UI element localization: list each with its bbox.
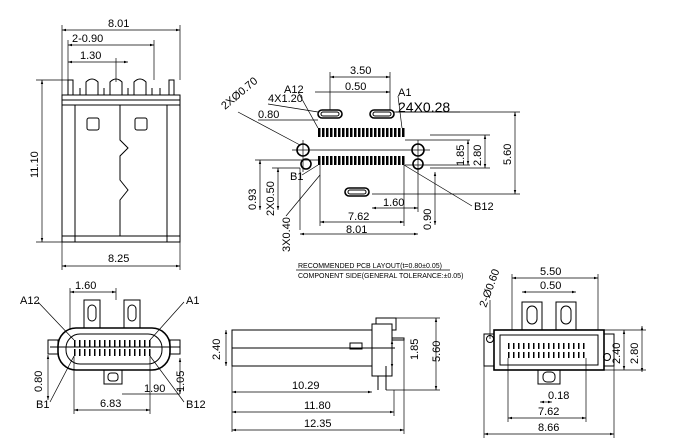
dim-pitch: 2-0.90 bbox=[72, 33, 103, 45]
top-pad-row bbox=[318, 128, 405, 137]
dim-160-front: 1.60 bbox=[75, 280, 96, 292]
dim-1110: 11.10 bbox=[29, 151, 41, 178]
slot-bottom bbox=[344, 187, 370, 197]
label-a12-front: A12 bbox=[20, 295, 40, 307]
dim-185-side: 1.85 bbox=[409, 339, 421, 360]
dim-280-pcb: 2.80 bbox=[472, 145, 484, 166]
dim-050: 0.50 bbox=[345, 81, 366, 93]
dim-2x070: 2XØ0.70 bbox=[219, 75, 260, 112]
slot-top-left bbox=[317, 109, 343, 119]
dim-130: 1.30 bbox=[80, 50, 101, 62]
slot-top-right bbox=[369, 109, 395, 119]
label-a1-front: A1 bbox=[186, 295, 199, 307]
connector-body bbox=[61, 104, 181, 243]
bottom-pins bbox=[508, 343, 585, 358]
pcb-caption-line1: RECOMMENDED PCB LAYOUT(t=0.80±0.05) bbox=[298, 263, 442, 270]
label-b12-pcb: B12 bbox=[474, 201, 494, 213]
dim-1029-side: 10.29 bbox=[292, 380, 320, 392]
bottom-view: 2-Ø0.60 5.50 0.50 2.40 2.80 0.18 7.62 8.… bbox=[478, 266, 646, 438]
label-b12-front: B12 bbox=[186, 399, 206, 411]
dim-560-side: 5.60 bbox=[431, 341, 443, 362]
side-view: 2.40 1.85 5.60 10.29 11.80 12.35 bbox=[211, 317, 443, 434]
dim-4x120: 4X1.20 bbox=[268, 93, 303, 105]
dim-762-bottom: 7.62 bbox=[538, 406, 559, 418]
dim-3x040: 3X0.40 bbox=[281, 217, 293, 252]
label-a1-pcb: A1 bbox=[398, 87, 411, 99]
dim-105-front: 1.05 bbox=[175, 371, 187, 392]
dim-190-front: 1.90 bbox=[144, 383, 165, 395]
dim-560-pcb: 5.60 bbox=[502, 144, 514, 165]
label-a12-pcb: A12 bbox=[284, 84, 304, 96]
dim-090: 0.90 bbox=[422, 209, 434, 230]
dim-018-bottom: 0.18 bbox=[548, 390, 569, 402]
dim-080-front: 0.80 bbox=[33, 371, 45, 392]
dim-050-bottom: 0.50 bbox=[540, 280, 561, 292]
dim-280-bottom: 2.80 bbox=[629, 343, 641, 364]
pcb-caption-line2: COMPONENT SIDE(GENERAL TOLERANCE:±0.05) bbox=[298, 273, 463, 280]
dim-550-bottom: 5.50 bbox=[540, 266, 561, 278]
front-pins bbox=[74, 340, 151, 356]
dim-093: 0.93 bbox=[247, 189, 259, 210]
dim-683-front: 6.83 bbox=[100, 398, 121, 410]
dim-240-side: 2.40 bbox=[211, 339, 223, 360]
dim-185-pcb: 1.85 bbox=[455, 145, 467, 166]
dim-2x050: 2X0.50 bbox=[265, 181, 277, 216]
dim-240-bottom: 2.40 bbox=[611, 343, 623, 364]
dim-160-pcb: 1.60 bbox=[383, 197, 404, 209]
dim-350: 3.50 bbox=[350, 65, 371, 77]
front-view: 1.60 A12 A1 B1 B12 0.80 1.05 1.90 6.83 bbox=[20, 280, 206, 414]
bottom-hole-right bbox=[603, 353, 611, 361]
label-b1-pcb: B1 bbox=[290, 171, 303, 183]
top-left-view: 8.01 2-0.90 1.30 11.10 8.25 bbox=[29, 18, 181, 270]
dim-801-top: 8.01 bbox=[108, 18, 129, 30]
label-b1-front: B1 bbox=[36, 399, 49, 411]
pcb-layout-view: 3.50 0.50 4X1.20 A12 A1 24X0.28 2XØ0.70 … bbox=[219, 65, 520, 280]
dim-1180-side: 11.80 bbox=[304, 400, 331, 412]
dim-080-pcb: 0.80 bbox=[258, 109, 279, 121]
dim-866-bottom: 8.66 bbox=[538, 422, 559, 434]
dim-762-pcb: 7.62 bbox=[348, 211, 369, 223]
dim-24x028: 24X0.28 bbox=[398, 99, 450, 115]
top-pins bbox=[61, 78, 181, 106]
dim-825: 8.25 bbox=[108, 253, 129, 265]
dim-1235-side: 12.35 bbox=[304, 418, 332, 430]
bottom-body bbox=[493, 329, 605, 371]
bottom-pad-row bbox=[318, 156, 405, 165]
dim-801-pcb: 8.01 bbox=[346, 224, 367, 236]
